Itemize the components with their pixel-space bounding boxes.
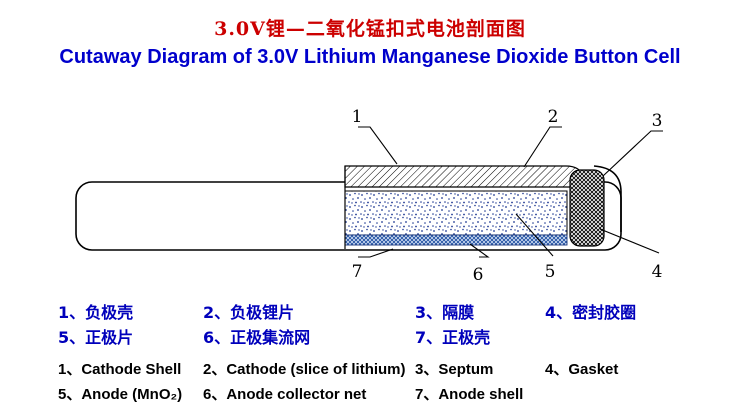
legend-item-en-6: 6、Anode collector net: [203, 386, 367, 403]
legend-item-zh-3: 3、隔膜: [415, 303, 475, 322]
callout-number-1: 1: [352, 107, 363, 127]
legend-item-en-2: 2、Cathode (slice of lithium): [203, 361, 406, 378]
callout-number-6: 6: [473, 265, 484, 285]
callout-number-7: 7: [352, 262, 363, 282]
legend-item-en-5: 5、Anode (MnO₂): [58, 386, 183, 403]
legend-row-en-1: 1、Cathode Shell 2、Cathode (slice of lith…: [58, 357, 730, 382]
gasket-crosshatched: [569, 169, 605, 247]
leader-line-4: [599, 228, 660, 254]
legend-item-zh-6: 6、正极集流网: [203, 328, 311, 347]
legend-item-zh-2: 2、负极锂片: [203, 303, 295, 322]
cathode-shell-and-lithium-hatched: [344, 165, 585, 188]
legend-item-en-1: 1、Cathode Shell: [58, 361, 182, 378]
legend-item-zh-7: 7、正极壳: [415, 328, 491, 347]
mno2-anode-stippled: [344, 190, 568, 236]
callout-number-3: 3: [652, 111, 663, 131]
callout-number-5: 5: [545, 262, 556, 282]
anode-shell-crimp-rim: [593, 165, 622, 232]
legend: 1、负极壳 2、负极锂片 3、隔膜 4、密封胶圈 5、正极片 6、正极集流网 7…: [58, 300, 730, 407]
callout-number-4: 4: [652, 262, 663, 282]
leader-line-6: [469, 243, 490, 258]
anode-collector-net: [344, 234, 568, 246]
page-title-chinese: 3.0V锂—二氧化锰扣式电池剖面图: [214, 18, 526, 40]
legend-item-en-3: 3、Septum: [415, 361, 494, 378]
cell-cutaway-diagram: 1 2 3 7 6 5 4: [75, 107, 663, 285]
leader-line-1: [358, 126, 398, 165]
callout-number-2: 2: [548, 107, 559, 127]
legend-item-en-7: 7、Anode shell: [415, 386, 524, 403]
leader-line-3: [602, 130, 663, 177]
legend-item-zh-4: 4、密封胶圈: [545, 303, 637, 322]
legend-item-zh-1: 1、负极壳: [58, 303, 134, 322]
leader-line-7: [358, 248, 394, 258]
legend-row-zh-2: 5、正极片 6、正极集流网 7、正极壳: [58, 325, 730, 350]
legend-row-zh-1: 1、负极壳 2、负极锂片 3、隔膜 4、密封胶圈: [58, 300, 730, 325]
legend-item-en-4: 4、Gasket: [545, 361, 619, 378]
legend-item-zh-5: 5、正极片: [58, 328, 134, 347]
page-title-english: Cutaway Diagram of 3.0V Lithium Manganes…: [59, 46, 681, 68]
leader-line-5: [515, 213, 554, 257]
legend-row-en-2: 5、Anode (MnO₂) 6、Anode collector net 7、A…: [58, 382, 730, 407]
leader-line-2: [523, 126, 562, 168]
